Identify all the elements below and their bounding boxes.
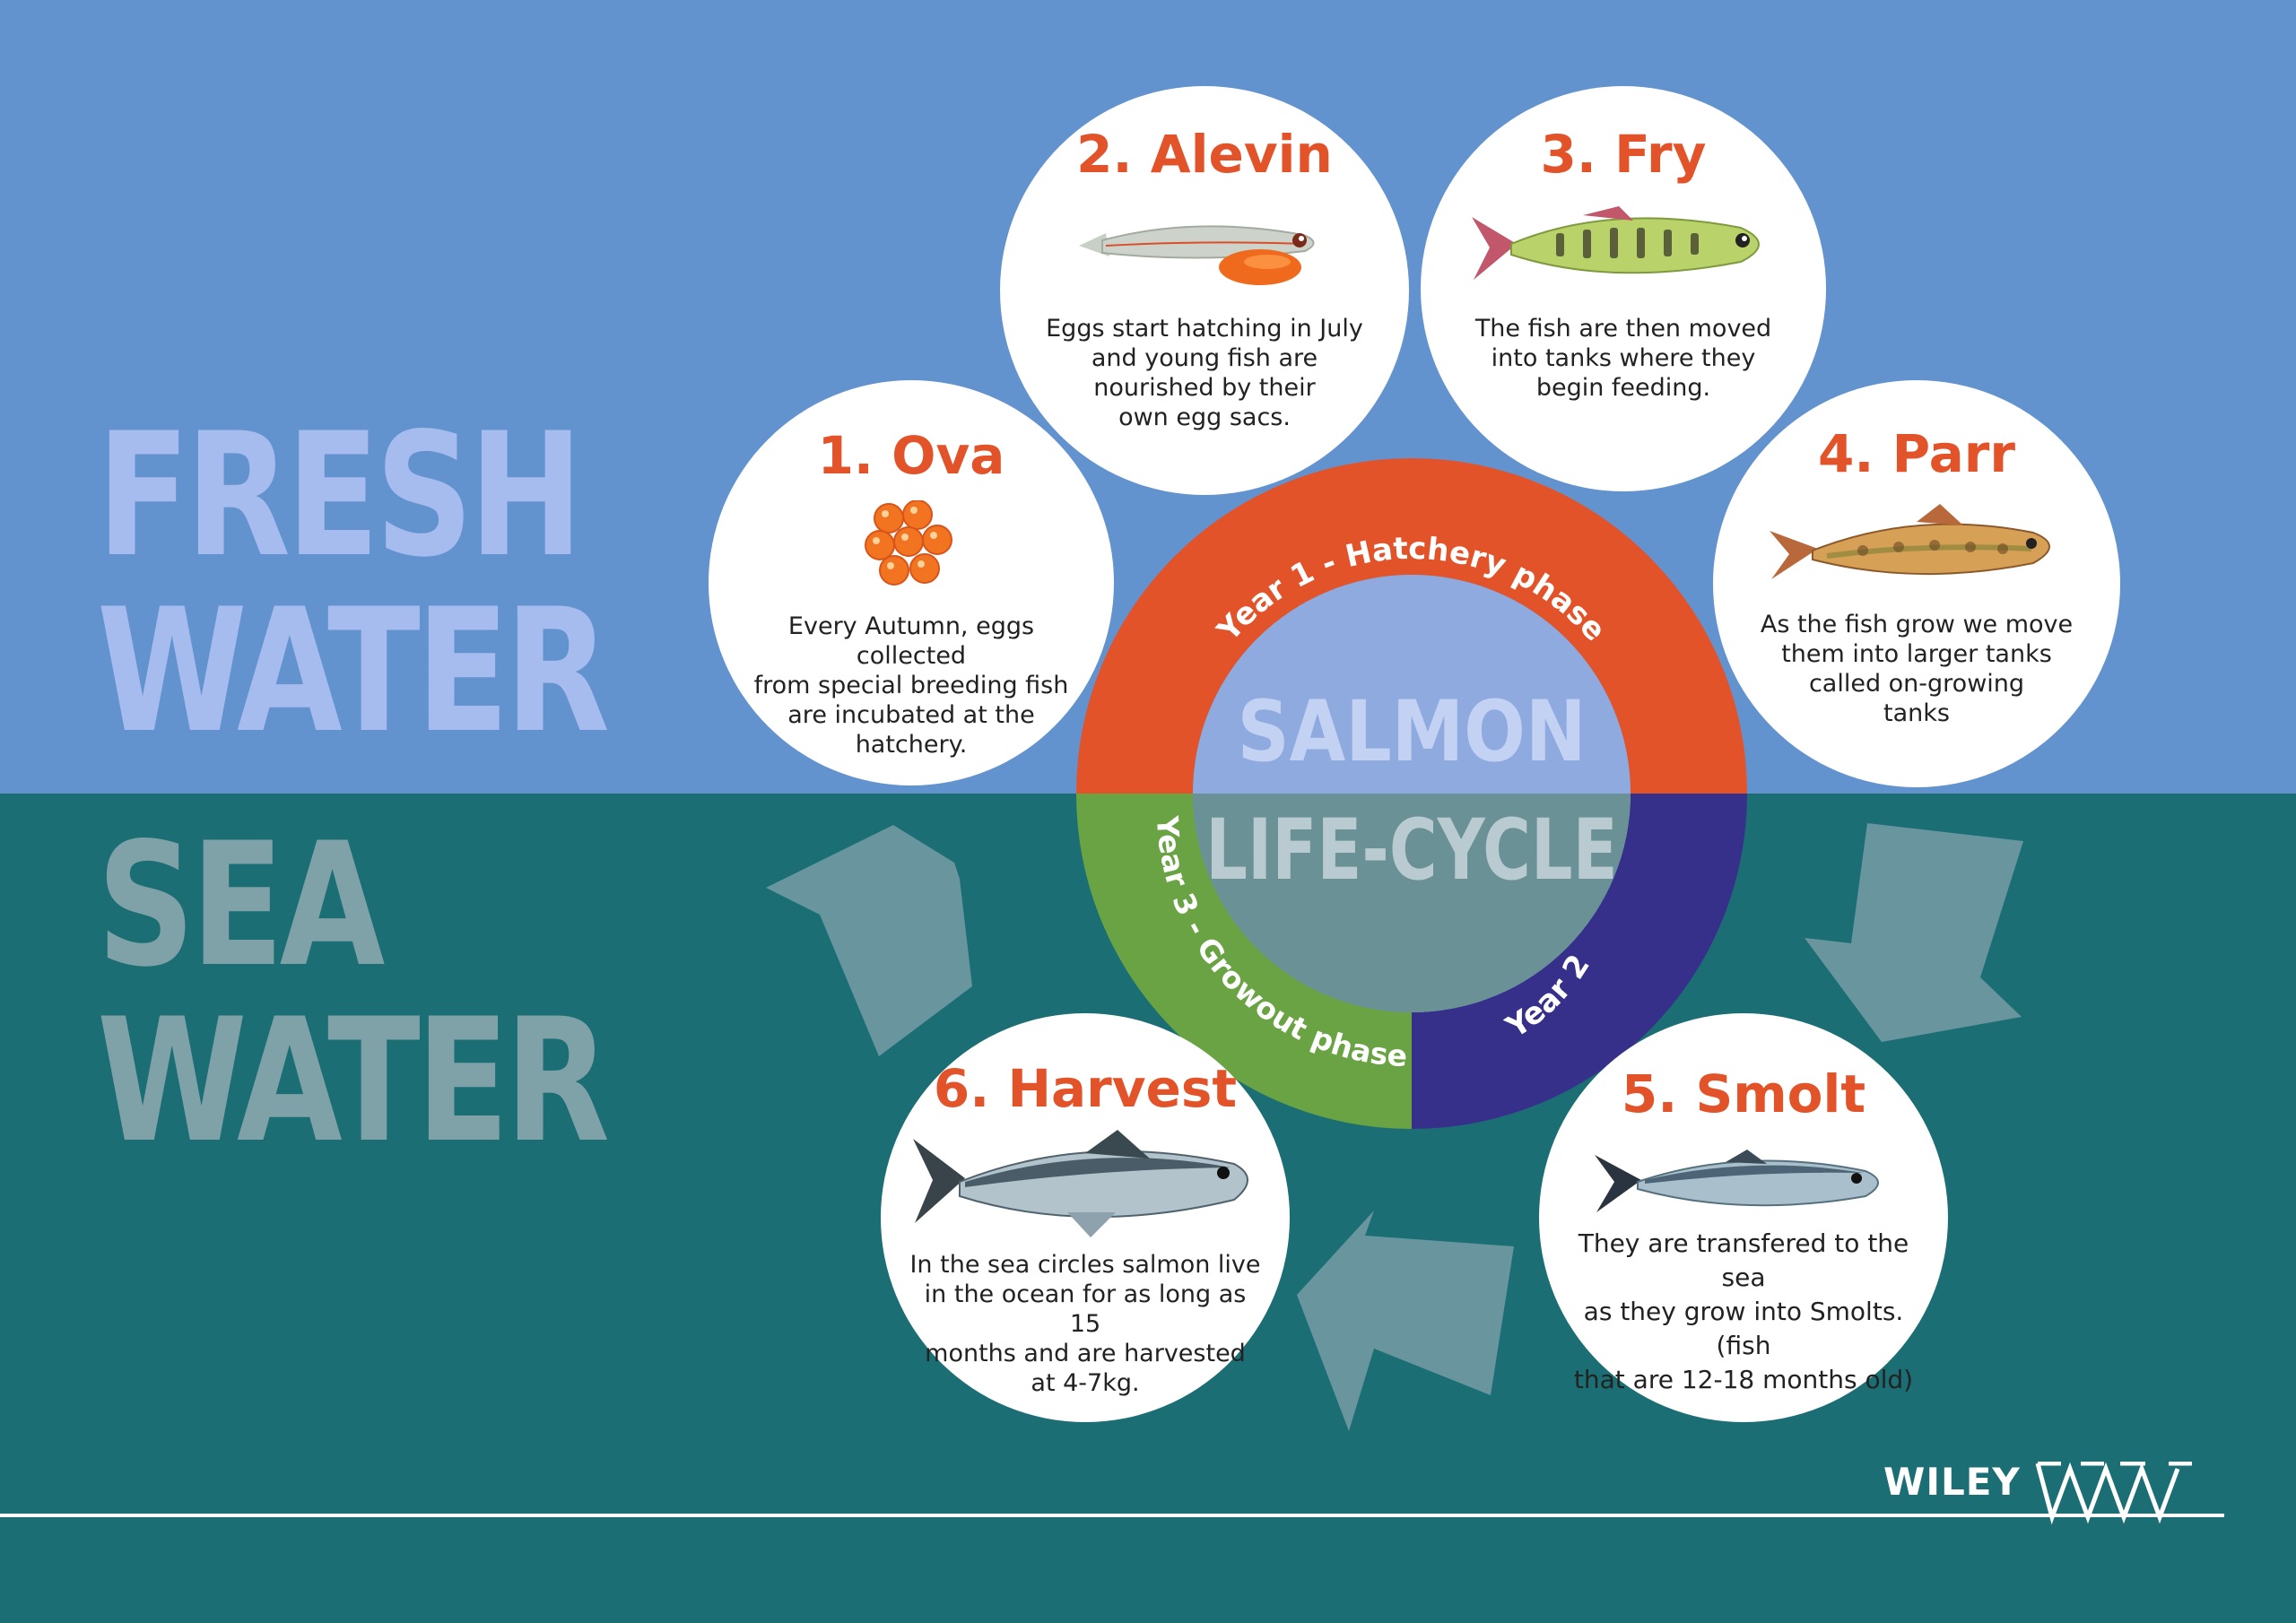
stage-ova-card: 1. Ova Every Autumn, eggs collected from… (709, 380, 1114, 785)
desc-line: them into larger tanks (1781, 640, 2052, 668)
desc-line: as they grow into Smolts. (fish (1583, 1297, 1904, 1360)
alevin-fish-icon (1079, 225, 1315, 285)
harvest-salmon-icon (913, 1130, 1248, 1237)
ring-year2-segment (1412, 794, 1747, 1129)
wiley-wave-icon (2035, 1462, 2192, 1525)
desc-line: In the sea circles salmon live (909, 1251, 1261, 1279)
stage-fry-card: 3. Fry The fish are then moved into tank… (1421, 86, 1826, 491)
parr-fish-icon (1770, 504, 2050, 579)
stage-smolt-card: 5. Smolt They are transfered to the sea … (1539, 1013, 1948, 1422)
desc-line: tanks (1883, 699, 1950, 727)
stage-title: 2. Alevin (1076, 124, 1333, 185)
desc-line: are incubated at the (787, 701, 1035, 729)
sea-water-line1: SEA (97, 806, 385, 1004)
desc-line: hatchery. (855, 731, 968, 759)
stage-description: The fish are then moved into tanks where… (1446, 314, 1801, 403)
flow-arrow-left (766, 825, 972, 1056)
stage-description: Every Autumn, eggs collected from specia… (734, 612, 1089, 759)
fresh-water-line2: WATER (97, 572, 610, 770)
desc-line: and young fish are (1091, 344, 1318, 372)
stage-description: Eggs start hatching in July and young fi… (1025, 314, 1384, 432)
desc-line: The fish are then moved (1474, 315, 1772, 343)
stage-title: 1. Ova (817, 425, 1005, 486)
desc-line: at 4-7kg. (1031, 1369, 1140, 1397)
bottom-rule (0, 1514, 2224, 1517)
ring-inner-sea (1193, 794, 1631, 1012)
desc-line: nourished by their (1093, 374, 1316, 402)
desc-line: into tanks where they (1491, 344, 1756, 372)
stage-description: As the fish grow we move them into large… (1738, 610, 2095, 728)
stage-description: They are transfered to the sea as they g… (1564, 1227, 1923, 1397)
desc-line: begin feeding. (1535, 374, 1711, 402)
smolt-fish-icon (1595, 1150, 1879, 1212)
stage-description: In the sea circles salmon live in the oc… (906, 1250, 1265, 1398)
flow-arrow-right (1805, 823, 2023, 1042)
fresh-water-line1: FRESH (97, 396, 583, 595)
desc-line: months and are harvested (925, 1340, 1246, 1367)
stage-title: 5. Smolt (1621, 1063, 1866, 1124)
stage-title: 6. Harvest (933, 1058, 1238, 1119)
fresh-water-label: FRESH WATER (97, 396, 610, 770)
stage-harvest-card: 6. Harvest In the sea circles salmon liv… (881, 1013, 1290, 1422)
desc-line: own egg sacs. (1118, 404, 1291, 431)
stage-title: 4. Parr (1818, 423, 2015, 484)
flow-arrow-bottom (1297, 1211, 1514, 1431)
fry-fish-icon (1472, 206, 1760, 280)
desc-line: from special breeding fish (753, 672, 1069, 699)
desc-line: that are 12-18 months old) (1573, 1365, 1914, 1394)
desc-line: Every Autumn, eggs collected (787, 612, 1035, 670)
desc-line: called on-growing (1808, 670, 2025, 698)
desc-line: As the fish grow we move (1760, 611, 2074, 638)
stage-parr-card: 4. Parr As the fish grow we move them in… (1713, 380, 2120, 787)
stage-title: 3. Fry (1540, 124, 1707, 185)
sea-water-line2: WATER (97, 982, 610, 1180)
center-title-line1: SALMON (1237, 682, 1586, 780)
center-title-line2: LIFE-CYCLE (1205, 801, 1617, 898)
stage-alevin-card: 2. Alevin Eggs start hatching in July an… (1000, 86, 1409, 495)
ring-year1-segment (1076, 458, 1747, 794)
desc-line: They are transfered to the sea (1578, 1228, 1909, 1292)
desc-line: Eggs start hatching in July (1046, 315, 1363, 343)
logo-text: WILEY (1883, 1460, 2021, 1504)
desc-line: in the ocean for as long as 15 (924, 1280, 1247, 1338)
ring-year3-segment (1076, 794, 1412, 1129)
sea-water-label: SEA WATER (97, 806, 610, 1180)
eggs-icon (865, 500, 952, 586)
